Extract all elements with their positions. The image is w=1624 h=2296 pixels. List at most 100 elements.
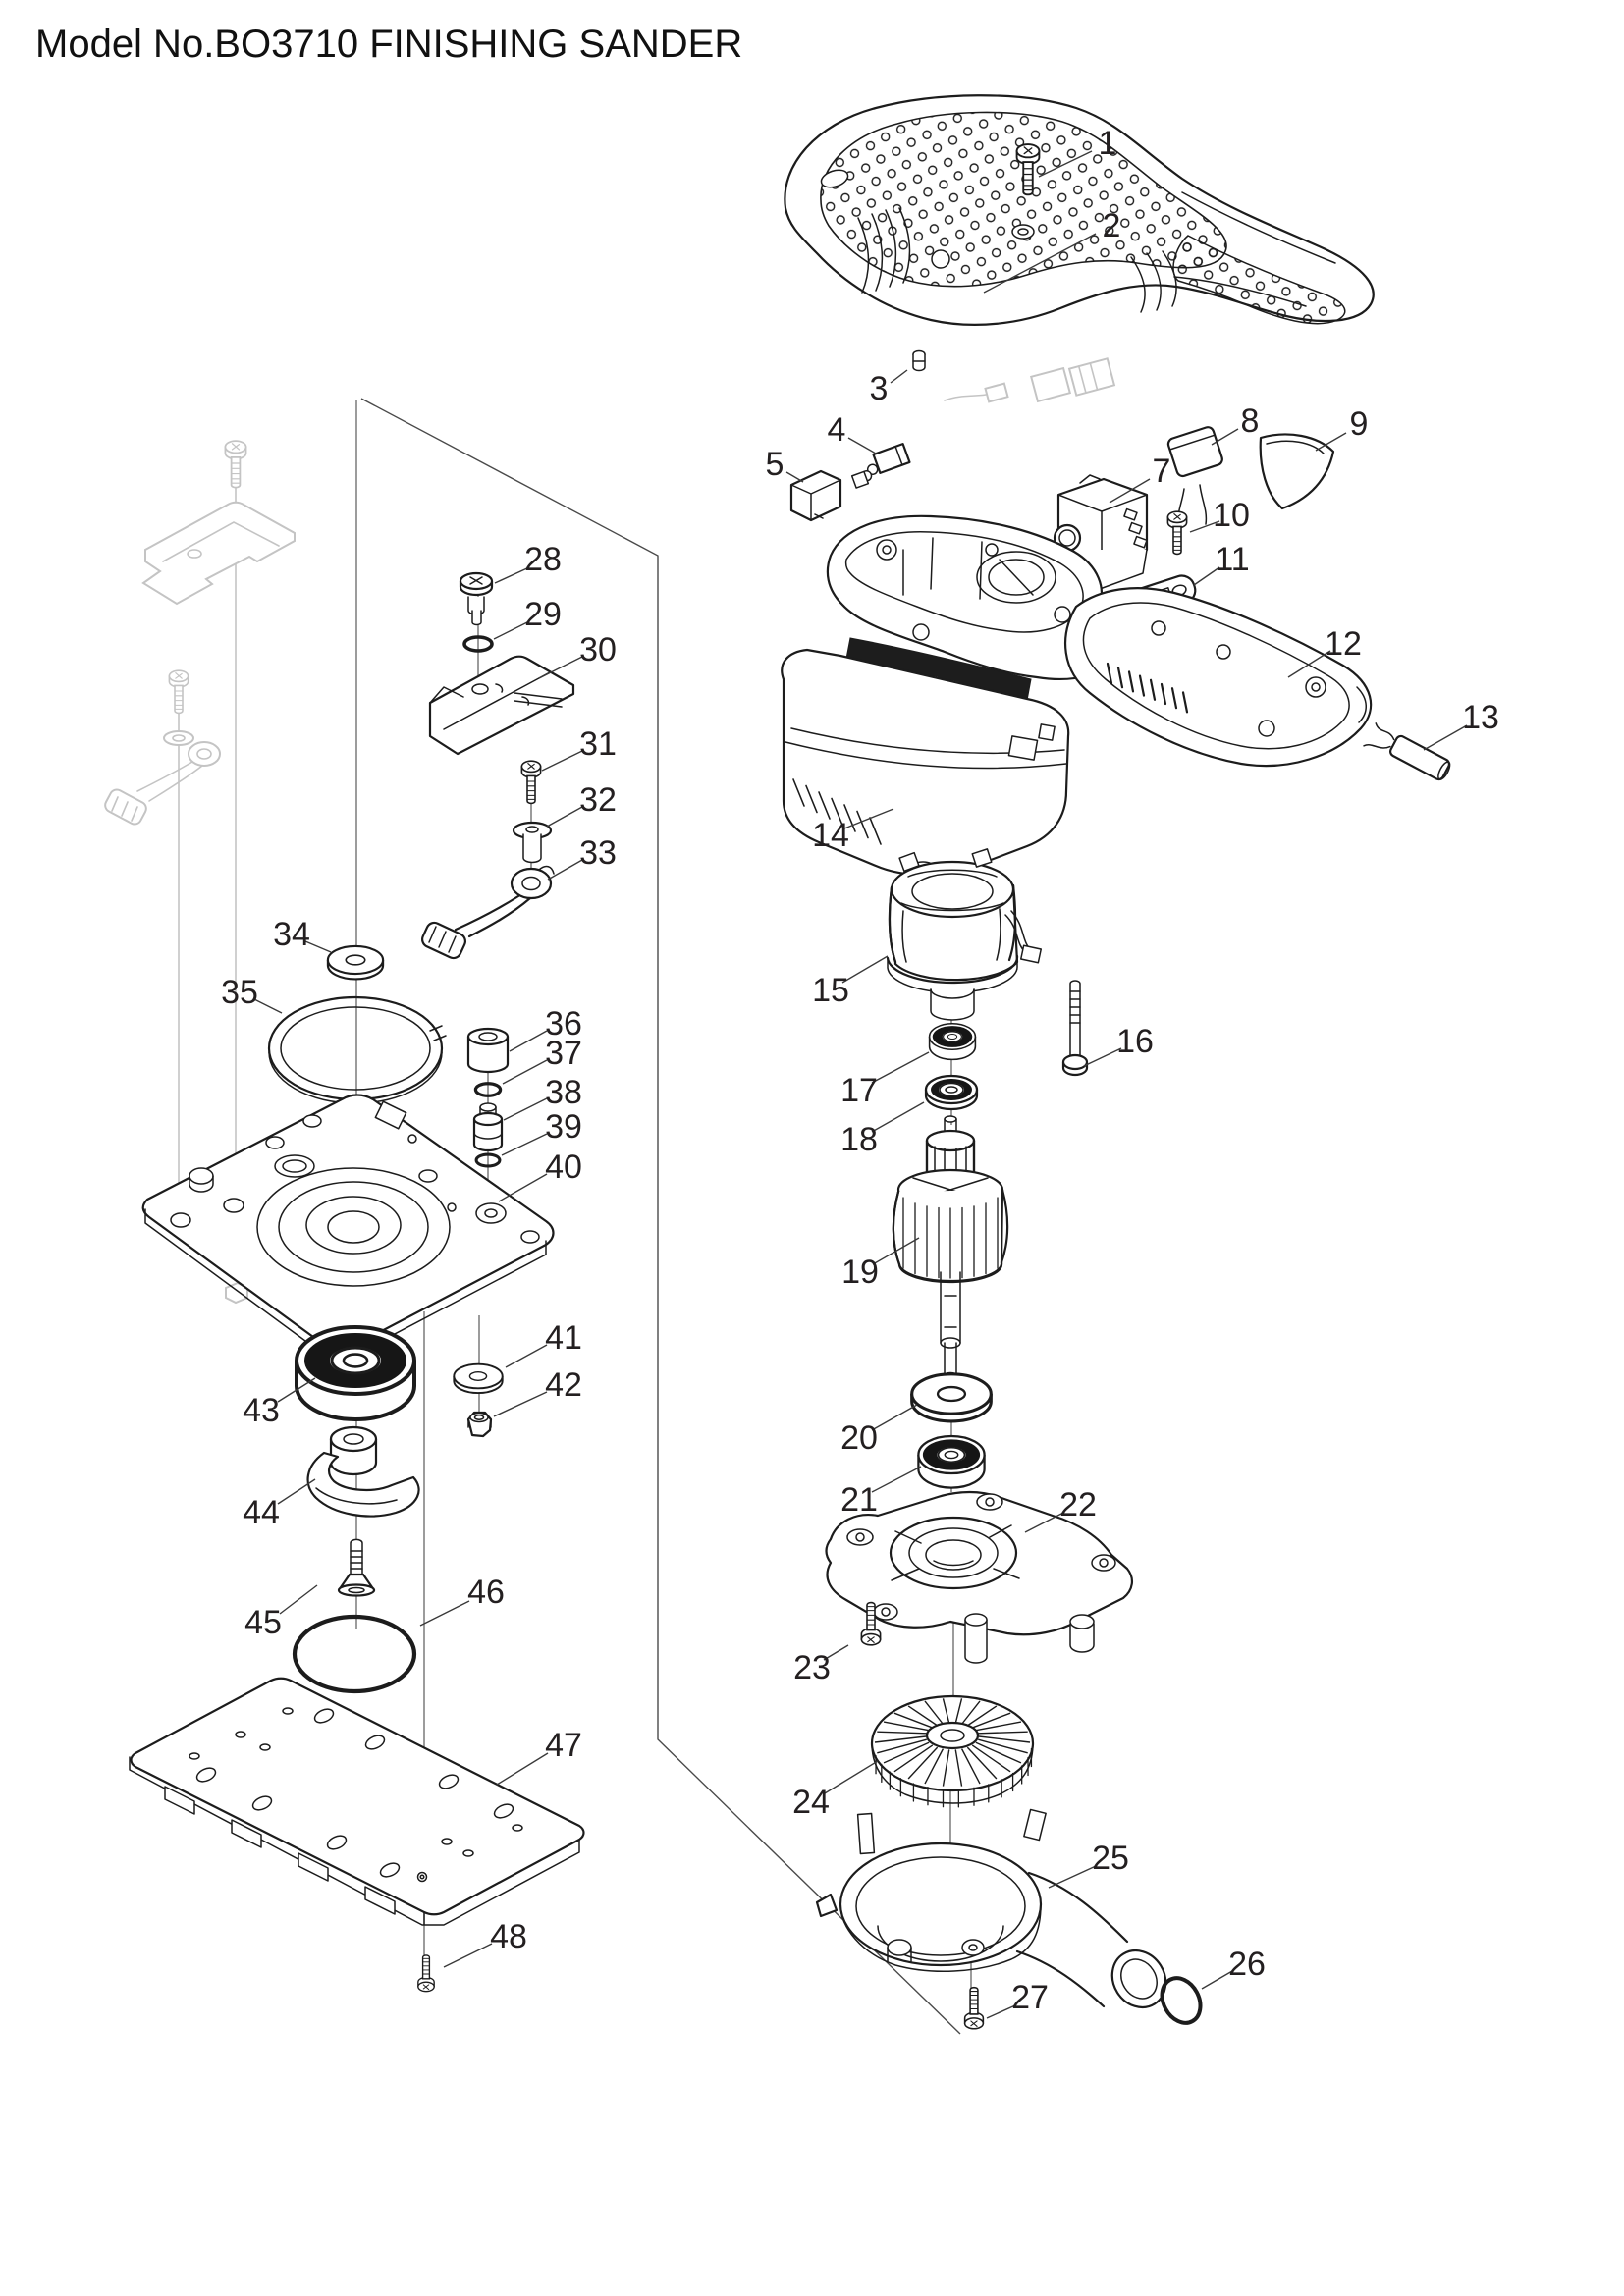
handle-rib-teeth — [1106, 662, 1189, 714]
part-number-8: 8 — [1241, 402, 1260, 440]
pin-part38 — [472, 1102, 504, 1152]
bushing-part32 — [512, 821, 553, 864]
part-number-13: 13 — [1462, 699, 1499, 736]
balancer-part44 — [306, 1425, 420, 1518]
leader-line-part-18 — [871, 1101, 925, 1133]
leader-line-part-42 — [493, 1391, 548, 1417]
armature-part19 — [892, 1115, 1009, 1381]
leader-line-part-30 — [538, 656, 583, 679]
part-number-28: 28 — [524, 541, 562, 578]
part-number-20: 20 — [840, 1419, 878, 1457]
part-number-33: 33 — [579, 834, 617, 872]
part-number-18: 18 — [840, 1121, 878, 1158]
part-number-17: 17 — [840, 1072, 878, 1109]
leader-line-part-48 — [443, 1943, 493, 1968]
cylinder-part36 — [466, 1027, 510, 1074]
washer-part34 — [326, 944, 385, 981]
fan-illustration — [870, 1694, 1035, 1808]
dust-housing-part14 — [781, 648, 1070, 877]
leader-line-part-38 — [503, 1097, 548, 1121]
ball-bearing-part17 — [928, 1022, 977, 1061]
part-number-10: 10 — [1213, 497, 1250, 534]
part-number-42: 42 — [545, 1366, 582, 1404]
screw-part16 — [1061, 980, 1089, 1077]
part-number-5: 5 — [766, 446, 785, 483]
base-housing-plate — [141, 1094, 555, 1356]
leader-line-part-8 — [1211, 428, 1239, 446]
pad-stack-illustration — [141, 944, 555, 1694]
bearing-box-illustration — [825, 1490, 1133, 1664]
leader-line-part-28 — [494, 566, 530, 584]
clamper-plate-part30 — [428, 655, 575, 756]
part-number-3: 3 — [870, 370, 889, 407]
part-number-27: 27 — [1011, 1979, 1049, 2016]
leader-line-part-29 — [493, 620, 530, 640]
fan-skirt-teeth — [875, 1747, 1033, 1808]
field-part15 — [886, 848, 1043, 1021]
clamper-lever-part33 — [421, 865, 555, 960]
leader-line-part-11 — [1193, 566, 1220, 586]
pin-part3 — [912, 349, 926, 372]
o-ring-part26 — [1160, 1976, 1203, 2025]
base-plate-illustration — [129, 1677, 585, 1993]
cord-part13 — [1363, 722, 1451, 781]
leader-line-part-47 — [496, 1752, 549, 1786]
pad-edge-tabs — [164, 1786, 396, 1915]
ghost-screw-icon — [168, 669, 189, 715]
part-number-35: 35 — [221, 974, 258, 1011]
part-number-45: 45 — [244, 1604, 282, 1641]
leader-line-part-4 — [847, 437, 877, 454]
leader-line-part-15 — [841, 955, 889, 984]
part-number-30: 30 — [579, 631, 617, 668]
leader-line-part-24 — [824, 1760, 879, 1794]
part-number-43: 43 — [243, 1392, 280, 1429]
leader-line-part-3 — [890, 369, 908, 384]
leader-line-part-7 — [1109, 478, 1151, 504]
part-number-26: 26 — [1228, 1946, 1266, 1983]
washer-part41 — [453, 1362, 504, 1395]
fan-housing-illustration — [815, 1808, 1203, 2030]
leader-line-part-10 — [1189, 520, 1220, 533]
page-title: Model No.BO3710 FINISHING SANDER — [35, 23, 742, 66]
leader-line-part-17 — [871, 1051, 930, 1084]
screw-icon-part10 — [1166, 510, 1188, 556]
baffle-plate-part9 — [1259, 433, 1335, 510]
o-ring-part46 — [292, 1614, 417, 1694]
ball-bearing-part43 — [295, 1325, 416, 1421]
part-number-48: 48 — [490, 1918, 527, 1955]
leader-line-part-35 — [253, 998, 283, 1014]
leader-line-part-40 — [498, 1173, 548, 1202]
leader-line-part-46 — [419, 1600, 470, 1627]
part-number-23: 23 — [793, 1649, 831, 1686]
leader-line-part-23 — [823, 1644, 849, 1661]
ring-part35 — [267, 995, 447, 1104]
leader-line-part-20 — [871, 1404, 918, 1431]
clamper-parts-illustration — [421, 571, 575, 960]
part-number-14: 14 — [812, 817, 849, 854]
leader-line-part-21 — [871, 1466, 922, 1493]
leader-line-part-12 — [1287, 650, 1331, 678]
top-cover-illustration — [784, 94, 1375, 326]
pad-holes — [189, 1707, 523, 1883]
part-number-1: 1 — [1099, 125, 1117, 162]
dust-housing-vents — [792, 778, 882, 845]
part-number-7: 7 — [1153, 453, 1171, 490]
ghost-connectors — [944, 357, 1116, 403]
part-number-21: 21 — [840, 1481, 878, 1519]
washer-part20 — [910, 1372, 993, 1423]
part-number-22: 22 — [1059, 1486, 1097, 1523]
leader-line-part-16 — [1083, 1047, 1122, 1067]
part-number-34: 34 — [273, 916, 310, 953]
leader-line-part-36 — [509, 1030, 548, 1052]
leader-line-part-39 — [501, 1133, 548, 1156]
capacitor-part8 — [1166, 426, 1223, 527]
leader-line-part-22 — [1024, 1512, 1064, 1533]
part-number-36: 36 — [545, 1005, 582, 1042]
leader-line-part-14 — [843, 808, 894, 829]
motor-stack-illustration — [886, 848, 1089, 1489]
leader-line-part-25 — [1048, 1865, 1097, 1889]
leader-line-part-43 — [277, 1377, 316, 1403]
part-number-29: 29 — [524, 596, 562, 633]
ball-bearing-part21 — [917, 1434, 986, 1489]
